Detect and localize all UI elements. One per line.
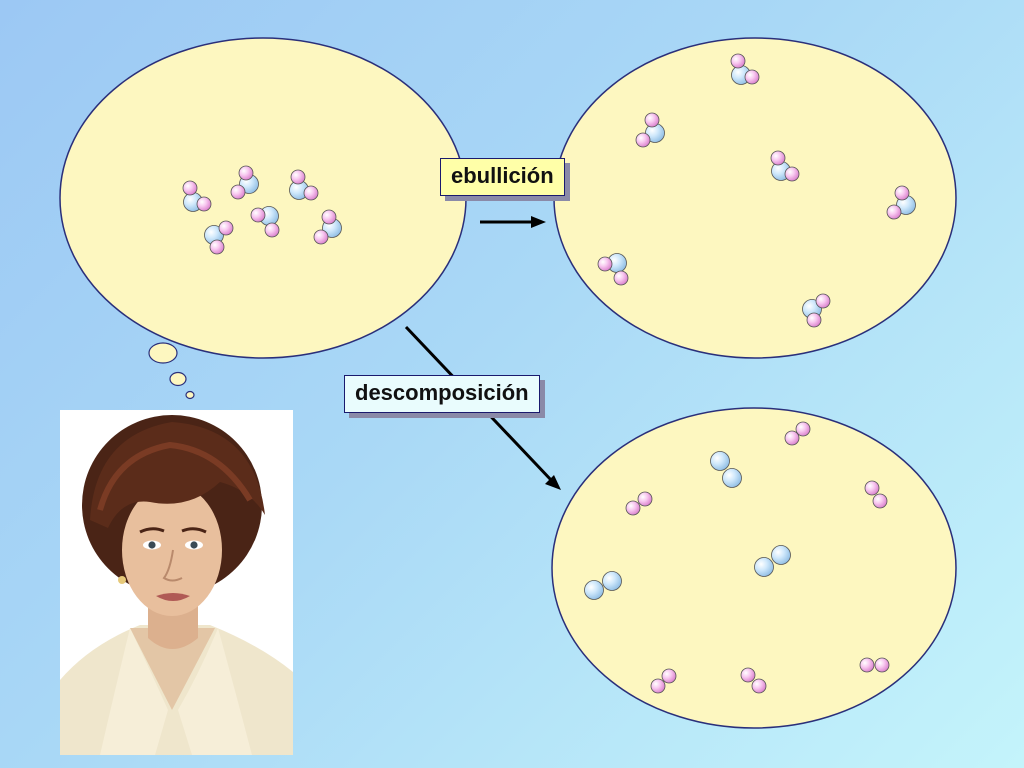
water-molecule <box>289 169 319 201</box>
water-molecule <box>204 220 234 255</box>
water-molecule <box>313 209 342 245</box>
oxygen-molecule <box>710 451 742 488</box>
water-molecule <box>182 180 212 212</box>
water-molecule <box>886 185 916 220</box>
hydrogen-molecule <box>859 657 890 673</box>
hydrogen-molecule <box>650 668 677 694</box>
decomposition-label: descomposición <box>344 375 540 413</box>
oxygen-molecule <box>584 571 622 600</box>
hydrogen-molecule <box>625 491 653 516</box>
hydrogen-molecule <box>740 667 767 694</box>
water-molecule <box>597 253 629 286</box>
arrow-right-icon <box>480 216 546 228</box>
water-molecule <box>250 206 280 238</box>
thought-bubble-icon <box>148 342 195 400</box>
water-vapor-bubble <box>553 37 957 359</box>
woman-portrait-image <box>60 410 293 755</box>
decomposition-products-bubble <box>551 407 957 729</box>
water-molecule <box>770 150 800 182</box>
boiling-label: ebullición <box>440 158 565 196</box>
oxygen-molecule <box>754 545 791 577</box>
hydrogen-molecule <box>864 480 888 509</box>
water-molecule <box>730 53 760 85</box>
liquid-water-bubble <box>59 37 467 359</box>
molecules-layer <box>182 53 916 694</box>
water-molecule <box>635 112 665 148</box>
hydrogen-molecule <box>784 421 811 446</box>
water-molecule <box>802 293 831 328</box>
water-molecule <box>230 165 259 200</box>
